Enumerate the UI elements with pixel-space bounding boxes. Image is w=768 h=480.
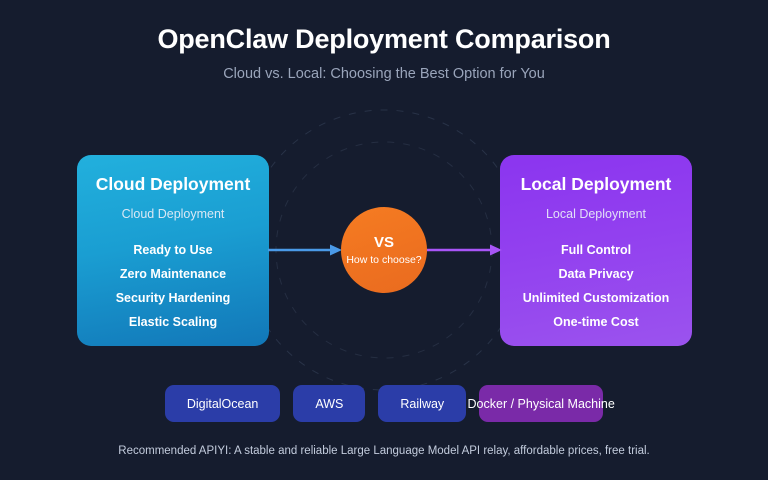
list-item: Elastic Scaling [128,315,218,329]
cloud-deployment-card[interactable]: Cloud Deployment Cloud Deployment Ready … [77,155,269,346]
local-card-feature-list: Full Control Data Privacy Unlimited Cust… [500,238,692,334]
list-item: Data Privacy [558,267,634,281]
tag-label: DigitalOcean [186,396,259,411]
list-item: One-time Cost [553,315,639,329]
local-deployment-card[interactable]: Local Deployment Local Deployment Full C… [500,155,692,346]
list-item: Zero Maintenance [119,267,227,281]
local-card-subtitle: Local Deployment [545,207,647,221]
versus-label: VS [373,233,394,251]
tag-aws[interactable]: AWS [293,385,366,422]
page-title: OpenClaw Deployment Comparison [157,24,611,54]
versus-question: How to choose? [346,253,422,266]
cloud-card-feature-list: Ready to Use Zero Maintenance Security H… [77,238,269,334]
tag-docker-physical-machine[interactable]: Docker / Physical Machine [468,385,615,422]
tag-railway[interactable]: Railway [378,385,467,422]
tag-label: Docker / Physical Machine [467,396,615,411]
page-header: OpenClaw Deployment Comparison Cloud vs.… [0,22,768,84]
list-item: Unlimited Customization [522,291,670,305]
arrow-right-icon-2 [425,244,502,256]
provider-tag-row: DigitalOcean AWS Railway Docker / Physic… [0,385,768,422]
tag-label: AWS [315,396,344,411]
versus-node[interactable]: VS How to choose? [341,207,427,293]
arrow-right-icon [268,244,342,256]
page-subtitle: Cloud vs. Local: Choosing the Best Optio… [223,66,545,82]
local-card-title: Local Deployment [520,174,672,194]
list-item: Ready to Use [133,243,213,257]
tag-label: Railway [400,396,445,411]
footer-note: Recommended APIYI: A stable and reliable… [118,445,650,457]
cloud-card-title: Cloud Deployment [95,174,251,194]
list-item: Security Hardening [115,291,231,305]
tag-digitalocean[interactable]: DigitalOcean [164,385,281,422]
list-item: Full Control [560,243,632,257]
cloud-card-subtitle: Cloud Deployment [121,207,225,221]
